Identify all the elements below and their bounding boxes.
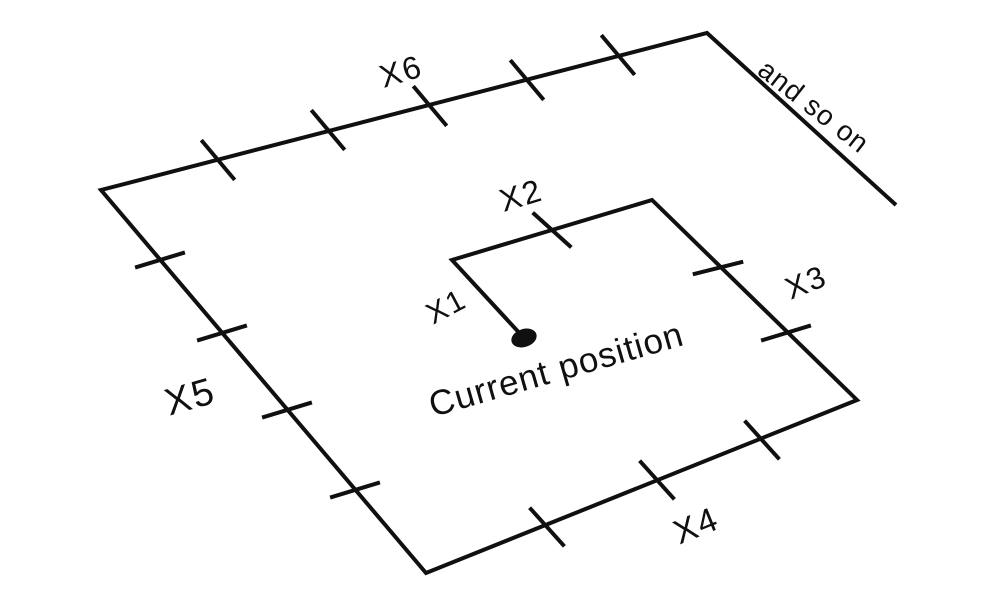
unit-tick-x4 (528, 506, 566, 548)
unit-tick-x6 (309, 108, 347, 152)
unit-tick-x6 (199, 138, 237, 182)
label-x3: X3 (780, 258, 832, 306)
unit-tick-x3 (760, 323, 812, 343)
unit-tick-x3 (692, 259, 744, 277)
label-x4: X4 (668, 500, 725, 552)
label-x5: X5 (160, 370, 220, 424)
spiral-path (97, 30, 898, 576)
label-x1: X1 (421, 283, 472, 331)
unit-tick-x6 (508, 58, 546, 102)
unit-tick-x2 (531, 211, 573, 249)
current-position-dot (511, 328, 537, 348)
unit-tick-x5 (329, 480, 381, 500)
labels: X1 X2 X3 X4 X5 X6 and so on Current posi… (160, 48, 875, 552)
unit-tick-x4 (743, 419, 781, 461)
unit-tick-x6 (411, 84, 449, 128)
unit-tick-x5 (196, 323, 248, 343)
tick-marks (134, 33, 812, 548)
unit-tick-x6 (599, 33, 637, 77)
label-and-so-on: and so on (752, 53, 875, 159)
label-x6: X6 (375, 48, 427, 95)
unit-tick-x4 (638, 459, 676, 501)
unit-tick-x5 (261, 400, 313, 420)
label-x2: X2 (495, 172, 547, 219)
label-current-position: Current position (424, 315, 688, 425)
spiral-path-line (97, 30, 898, 576)
unit-tick-x5 (134, 250, 186, 270)
